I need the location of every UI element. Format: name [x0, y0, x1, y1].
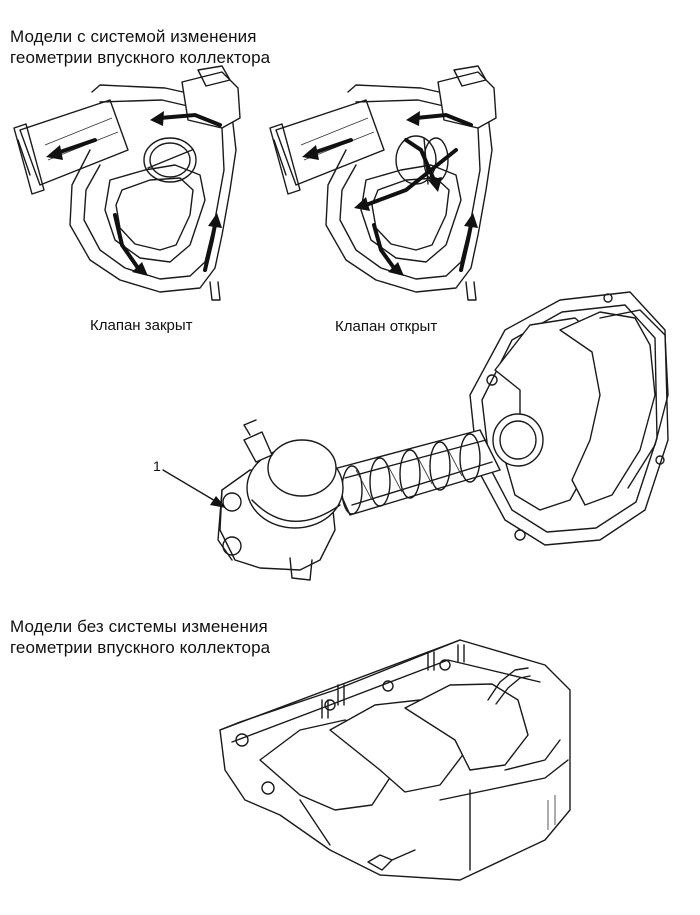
variable-geometry-manifold-drawing [217, 291, 669, 581]
fixed-geometry-manifold-drawing [219, 639, 571, 881]
heading-line-1: Модели без системы изменения [10, 617, 268, 636]
callout-1-leader [162, 469, 226, 508]
heading-line-2: геометрии впускного коллектора [10, 638, 271, 657]
heading-line-2: геометрии впускного коллектора [10, 48, 271, 67]
heading-without-variable-geometry: Модели без системы изменения геометрии в… [10, 616, 270, 658]
callout-number-1: 1 [153, 458, 161, 474]
heading-line-1: Модели с системой изменения [10, 27, 257, 46]
valve-closed-section-diagram [13, 65, 241, 301]
heading-with-variable-geometry: Модели с системой изменения геометрии вп… [10, 26, 270, 68]
valve-open-section-diagram [269, 65, 497, 301]
caption-valve-open: Клапан открыт [335, 318, 438, 335]
caption-valve-closed: Клапан закрыт [90, 317, 193, 334]
